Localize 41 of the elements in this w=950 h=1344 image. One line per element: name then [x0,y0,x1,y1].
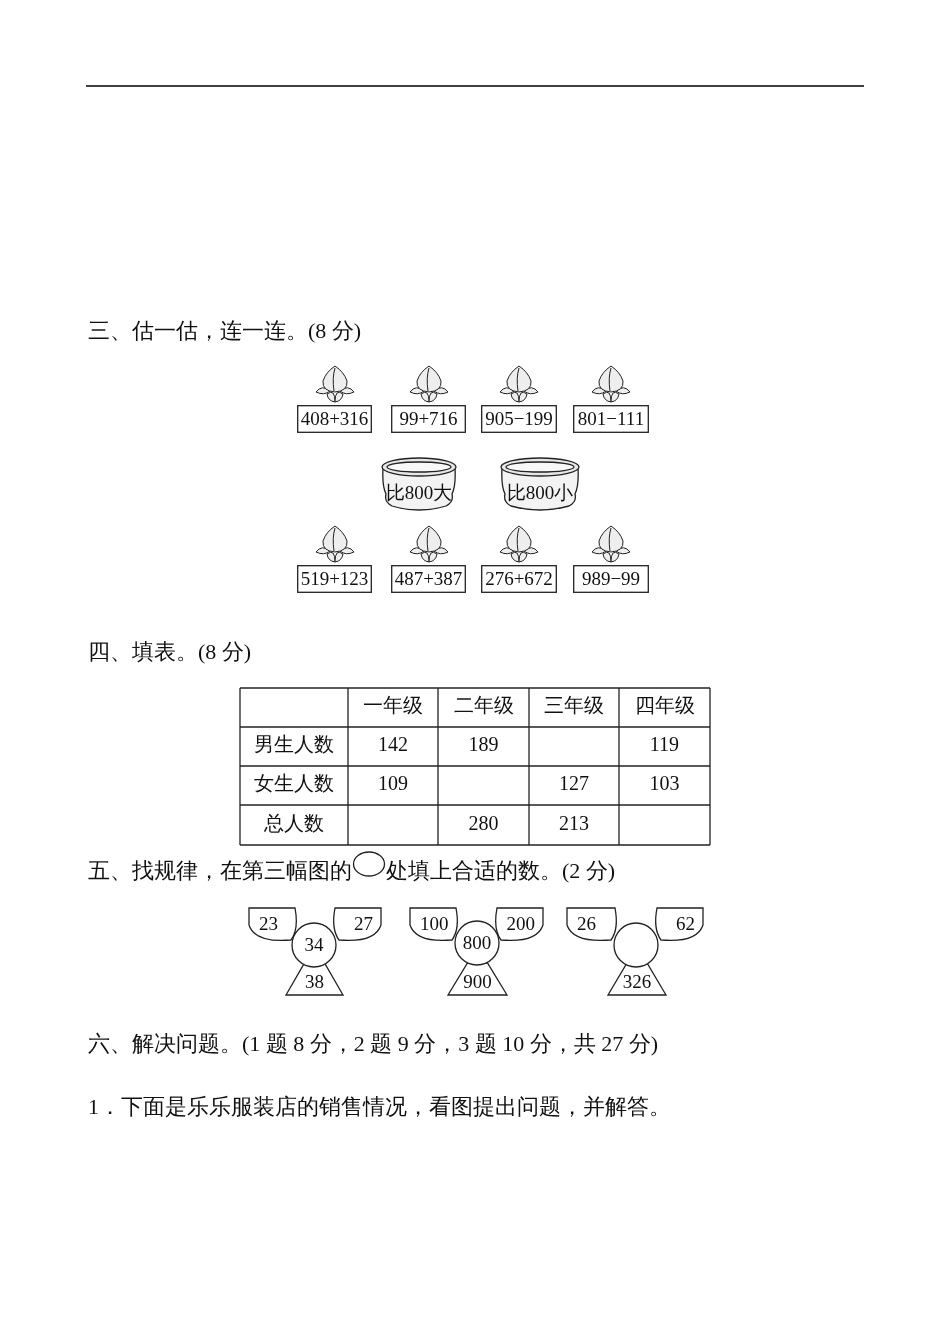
number-circle: 34 [291,922,337,968]
question-heading: 四、填表。(8 分) [88,639,252,665]
table-value: 109 [377,771,409,796]
row-header: 女生人数 [253,771,335,796]
trapezoid-shape: 38 [285,962,344,996]
number-circle: 800 [454,920,500,966]
question-heading: 六、解决问题。(1 题 8 分，2 题 9 分，3 题 10 分，共 27 分) [88,1031,659,1057]
number-circle [613,922,659,968]
trapezoid-shape: 900 [447,962,508,996]
column-header: 四年级 [633,693,696,718]
question-text: 处填上合适的数。(2 分) [386,858,616,884]
expression-box: 408+316 [297,405,372,433]
question-text: 1．下面是乐乐服装店的销售情况，看图提出问题，并解答。 [88,1094,671,1120]
expression-box: 989−99 [573,565,649,593]
expression-box: 276+672 [481,565,557,593]
table-value: 103 [648,771,681,796]
trapezoid-shape: 326 [607,962,667,996]
leaf-shape: 200 [495,907,545,941]
expression-box: 519+123 [297,565,372,593]
column-header: 三年级 [543,693,605,718]
table-value: 127 [558,771,590,796]
table-value: 280 [467,810,500,836]
expression-box: 801−111 [573,405,649,433]
expression-box: 487+387 [391,565,466,593]
leaf-shape: 23 [247,907,297,941]
table-value: 189 [467,732,500,757]
column-header: 二年级 [452,693,515,718]
leaf-shape: 100 [408,907,458,941]
expression-box: 905−199 [481,405,557,433]
column-header: 一年级 [362,693,424,718]
table-value: 119 [648,732,681,757]
row-header: 男生人数 [253,732,335,757]
table-value: 142 [377,732,409,757]
question-heading: 三、估一估，连一连。(8 分) [88,318,362,344]
leaf-shape: 27 [333,907,383,941]
expression-box: 99+716 [391,405,466,433]
leaf-shape: 62 [655,907,705,941]
leaf-shape: 26 [565,907,617,941]
question-text: 五、找规律，在第三幅图的 [88,858,352,884]
table-value: 213 [558,810,590,836]
row-header: 总人数 [263,810,325,836]
